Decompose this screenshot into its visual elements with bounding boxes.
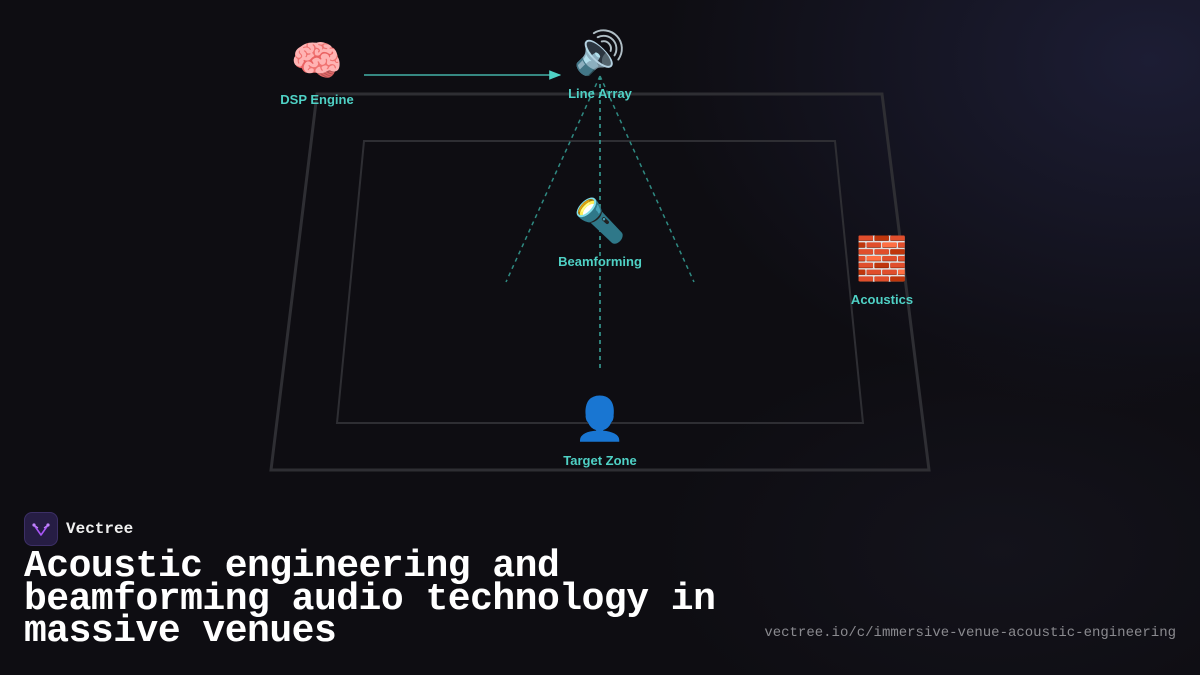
node-label: DSP Engine: [280, 92, 354, 107]
brick-wall-icon: 🧱: [855, 235, 909, 282]
brand[interactable]: Vectree: [24, 512, 133, 546]
venue-inner-frame: [335, 140, 865, 424]
person-icon: 👤: [573, 395, 627, 442]
node-label: Target Zone: [563, 453, 637, 468]
beam-right-line: [599, 75, 695, 283]
node-target-zone: 👤 Target Zone: [563, 394, 636, 468]
node-label: Line Array: [568, 86, 632, 101]
beam-left-line: [505, 75, 601, 283]
page-title: Acoustic engineering and beamforming aud…: [24, 545, 716, 653]
venue-outer-frame: [269, 92, 931, 472]
node-dsp-engine: 🧠 DSP Engine: [280, 36, 353, 107]
page-url[interactable]: vectree.io/c/immersive-venue-acoustic-en…: [764, 625, 1176, 641]
node-label: Beamforming: [558, 254, 642, 269]
node-label: Acoustics: [850, 292, 914, 307]
node-beamforming: 🔦 Beamforming: [558, 196, 642, 269]
brand-name: Vectree: [66, 520, 134, 538]
speaker-icon: 🔊: [573, 29, 627, 76]
vectree-logo-icon: [24, 512, 58, 546]
brain-icon: 🧠: [290, 37, 344, 84]
node-line-array: 🔊 Line Array: [568, 28, 632, 101]
node-acoustics: 🧱 Acoustics: [851, 234, 913, 307]
flashlight-icon: 🔦: [573, 197, 627, 244]
